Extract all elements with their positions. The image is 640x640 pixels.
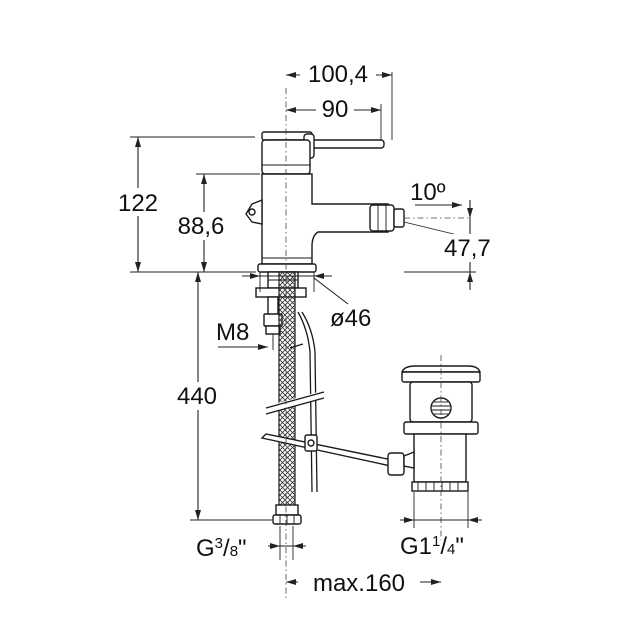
dimension-hose-connection: G3/8"	[196, 526, 306, 562]
dimension-spray-angle-label: 10º	[410, 179, 446, 206]
dimension-spout-height-label: 88,6	[178, 213, 225, 240]
pop-up-knob	[245, 198, 263, 225]
dimension-overall-depth: 100,4	[286, 60, 393, 140]
dimension-lever-depth: 90	[286, 96, 382, 140]
dimension-hose-length: 440	[164, 272, 272, 521]
linkage-rod	[260, 433, 405, 476]
centerline	[285, 88, 442, 600]
dimension-overall-height: 122	[100, 136, 256, 273]
dimension-hose-connection-label: G3/8"	[196, 535, 247, 562]
spray-head	[369, 204, 405, 232]
dimension-waste-connection-label: G11/4"	[400, 533, 464, 560]
dimension-fixing-stud: M8	[216, 319, 268, 350]
break-mark	[265, 390, 325, 415]
dimension-spout-height: 88,6	[168, 173, 260, 272]
dimension-lever-depth-label: 90	[322, 96, 349, 123]
dimension-base-diameter: ø46	[242, 272, 371, 332]
dimension-max-distance-label: max.160	[313, 570, 405, 597]
dimension-spray-angle: 10º	[403, 179, 471, 239]
dimension-max-distance: max.160	[286, 568, 441, 597]
pop-up-rod	[289, 311, 318, 493]
dimension-hose-length-label: 440	[177, 383, 217, 410]
dimension-base-diameter-label: ø46	[330, 305, 371, 332]
mixer-body	[245, 131, 405, 273]
dimension-spout-outlet-height-label: 47,7	[444, 235, 491, 262]
dimension-waste-connection: G11/4"	[400, 492, 482, 560]
dimension-spout-outlet-height: 47,7	[404, 200, 504, 290]
flexible-hose	[272, 271, 302, 525]
dimension-fixing-stud-label: M8	[216, 319, 249, 346]
dimension-overall-height-label: 122	[118, 190, 158, 217]
dimension-overall-depth-label: 100,4	[308, 61, 368, 88]
